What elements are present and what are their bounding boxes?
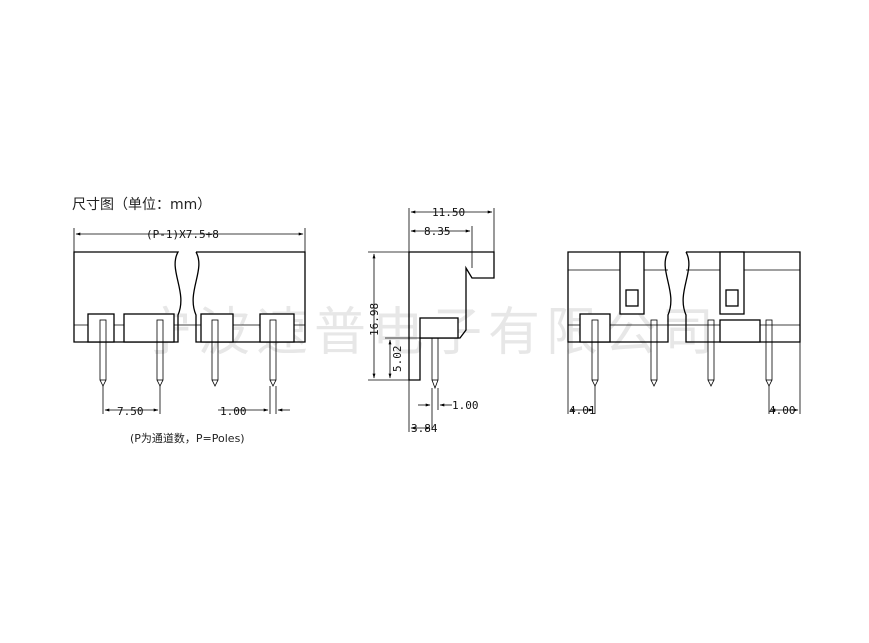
side-view: 11.50 8.35 16.98 5.02 1.00 3.84 <box>368 206 495 435</box>
pin-dim-label: 1.00 <box>220 405 247 418</box>
offset-dim-label: 3.84 <box>411 422 438 435</box>
drawing-title: 尺寸图（单位：mm） <box>72 197 212 213</box>
lead-dim-label: 5.02 <box>391 346 404 373</box>
back-left-dim-label: 4.01 <box>569 404 596 417</box>
pitch-dim-label: 7.50 <box>117 405 144 418</box>
front-view: (P-1)X7.5+8 7.50 1.00 <box>73 228 306 418</box>
back-view: 4.01 4.00 <box>567 251 801 417</box>
back-right-dim-label: 4.00 <box>769 404 796 417</box>
overall-dim-label: (P-1)X7.5+8 <box>146 228 219 241</box>
width-dim-label: 11.50 <box>432 206 465 219</box>
inner-dim-label: 8.35 <box>424 225 451 238</box>
side-pin-dim-label: 1.00 <box>452 399 479 412</box>
poles-note: (P为通道数，P=Poles) <box>130 432 245 445</box>
height-dim-label: 16.98 <box>368 303 381 336</box>
